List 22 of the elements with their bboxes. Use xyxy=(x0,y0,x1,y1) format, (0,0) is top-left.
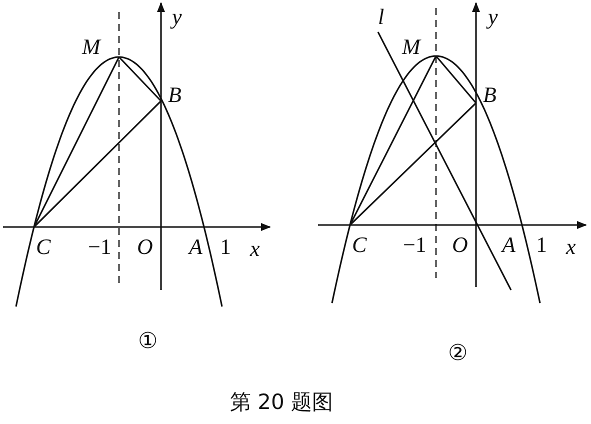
axis-label: y xyxy=(488,6,498,28)
point-label: B xyxy=(483,84,496,106)
point-label: M xyxy=(402,36,420,58)
point-label: M xyxy=(82,36,100,58)
figure-number: ① xyxy=(138,330,158,352)
tick-label: −1 xyxy=(88,236,112,258)
figure-caption: 第 20 题图 xyxy=(230,392,334,413)
figure-number: ② xyxy=(448,342,468,364)
point-label: O xyxy=(137,236,153,258)
line-label: l xyxy=(378,6,384,28)
point-label: C xyxy=(352,234,367,256)
tick-label: −1 xyxy=(403,234,426,256)
point-label: O xyxy=(452,234,468,256)
point-label: A xyxy=(189,236,202,258)
point-label: C xyxy=(36,236,51,258)
axis-label: x xyxy=(250,238,260,260)
tick-label: 1 xyxy=(536,234,547,256)
point-label: A xyxy=(502,234,516,256)
tick-label: 1 xyxy=(220,236,231,258)
axis-label: y xyxy=(172,6,182,28)
axis-label: x xyxy=(566,236,576,258)
point-label: B xyxy=(168,84,182,106)
